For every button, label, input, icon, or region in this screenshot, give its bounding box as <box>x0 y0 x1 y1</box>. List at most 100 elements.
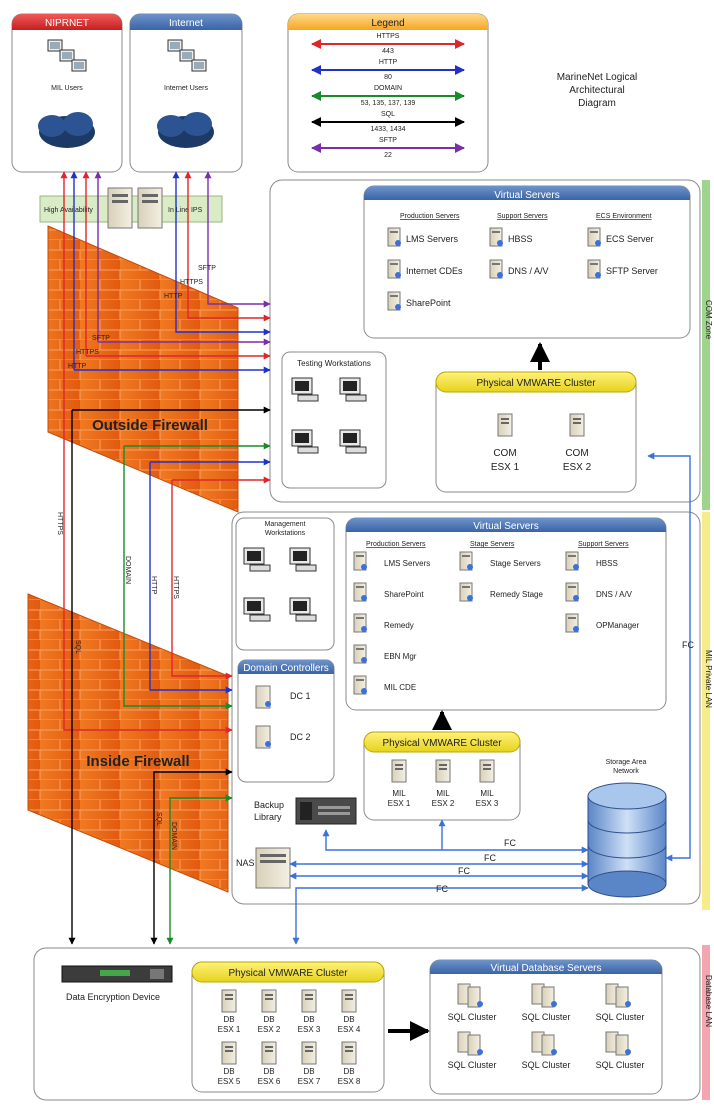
server-icon <box>353 675 367 695</box>
dc1-label: DC 1 <box>290 691 311 701</box>
sql-cluster-label: SQL Cluster <box>522 1060 571 1070</box>
mil-host-label: ESX 1 <box>388 799 411 808</box>
flow-label-domain-v2: DOMAIN <box>170 822 177 850</box>
mil-host-label: MIL <box>480 789 494 798</box>
mil-server-label: Remedy <box>384 621 414 630</box>
host-server-icon <box>341 989 357 1013</box>
host-server-icon <box>341 1041 357 1065</box>
db-host-label: ESX 8 <box>338 1077 361 1086</box>
perimeter-strip: High Availability In Line IPS <box>39 187 223 229</box>
mil-virtual-servers: Virtual Servers Production Servers Stage… <box>345 517 667 711</box>
db-zone-label: Database LAN <box>704 975 713 1027</box>
vdb-title: Virtual Database Servers <box>491 963 602 974</box>
tape-library-icon <box>295 797 357 825</box>
db-host-label: ESX 7 <box>298 1077 321 1086</box>
mil-server-label: LMS Servers <box>384 559 430 568</box>
nas-server-icon <box>255 847 291 889</box>
com-server-label: ECS Server <box>606 234 654 244</box>
sql-cluster-icon <box>605 983 631 1008</box>
com-host-label: COM <box>565 448 588 459</box>
internet-title: Internet <box>169 18 203 29</box>
dc2-label: DC 2 <box>290 732 311 742</box>
com-ecs-heading: ECS Environment <box>596 213 652 220</box>
flow-label-https-2: HTTPS <box>76 349 99 356</box>
testing-title: Testing Workstations <box>297 359 371 368</box>
com-virtual-servers: Virtual Servers Production Servers Suppo… <box>363 185 691 339</box>
mil-server-label: HBSS <box>596 559 618 568</box>
mgmt-title-2: Workstations <box>265 530 306 537</box>
internet-box: Internet Internet Users <box>129 13 243 173</box>
sql-cluster-icon <box>457 1031 483 1056</box>
com-vs-title: Virtual Servers <box>494 190 559 201</box>
server-icon <box>353 582 367 602</box>
server-icon <box>489 227 503 247</box>
com-server-label: LMS Servers <box>406 234 459 244</box>
mil-zone-sidebar <box>702 512 710 910</box>
legend-item-label: SFTP <box>379 137 397 144</box>
server-icon <box>255 685 271 709</box>
domain-controllers: Domain Controllers DC 1 DC 2 <box>237 659 335 783</box>
server-icon <box>353 644 367 664</box>
workstation-icon <box>291 377 319 402</box>
mil-support-heading: Support Servers <box>578 541 629 548</box>
flow-label-https-v: HTTPS <box>56 512 63 535</box>
db-host-label: ESX 2 <box>258 1025 281 1034</box>
internet-users-label: Internet Users <box>164 85 208 92</box>
sql-cluster-icon <box>605 1031 631 1056</box>
san-label-2: Network <box>613 768 639 775</box>
outside-firewall-label: Outside Firewall <box>92 417 208 434</box>
mil-server-label: EBN Mgr <box>384 652 417 661</box>
legend-item-ports: 53, 135, 137, 139 <box>361 100 416 107</box>
legend-item-label: SQL <box>381 111 395 118</box>
sql-cluster-icon <box>531 1031 557 1056</box>
db-host-label: ESX 5 <box>218 1077 241 1086</box>
host-server-icon <box>569 413 585 437</box>
com-prod-heading: Production Servers <box>400 213 460 220</box>
db-host-label: ESX 4 <box>338 1025 361 1034</box>
flow-label-sftp: SFTP <box>198 265 216 272</box>
host-server-icon <box>479 759 495 783</box>
com-server-label: DNS / A/V <box>508 266 549 276</box>
sql-cluster-label: SQL Cluster <box>596 1012 645 1022</box>
fc-label-2: FC <box>484 853 496 863</box>
sql-cluster-icon <box>457 983 483 1008</box>
db-host-label: DB <box>223 1015 234 1024</box>
mil-server-label: OPManager <box>596 621 639 630</box>
mil-server-label: DNS / A/V <box>596 590 633 599</box>
flow-label-sql-v2: SQL <box>155 812 162 826</box>
mil-stage-heading: Stage Servers <box>470 541 515 548</box>
fc-label-5: FC <box>682 640 694 650</box>
server-icon <box>459 582 473 602</box>
workstation-icon <box>339 429 367 454</box>
mil-prod-heading: Production Servers <box>366 541 426 548</box>
host-server-icon <box>261 989 277 1013</box>
sql-cluster-icon <box>531 983 557 1008</box>
flow-label-https-v2: HTTPS <box>172 576 179 599</box>
mil-host-label: ESX 2 <box>432 799 455 808</box>
mil-users-label: MIL Users <box>51 85 83 92</box>
encryption-label: Data Encryption Device <box>66 992 160 1002</box>
internet-cloud-icon <box>157 112 214 148</box>
server-icon <box>587 227 601 247</box>
com-server-label: SharePoint <box>406 298 451 308</box>
db-host-label: DB <box>223 1067 234 1076</box>
mil-cluster-title: Physical VMWARE Cluster <box>382 738 502 749</box>
server-icon <box>255 725 271 749</box>
flow-label-https: HTTPS <box>180 279 203 286</box>
inside-firewall: Inside Firewall <box>27 593 229 893</box>
com-server-label: Internet CDEs <box>406 266 463 276</box>
sql-cluster-label: SQL Cluster <box>596 1060 645 1070</box>
com-zone-label: COM Zone <box>704 300 713 340</box>
title-line-1: MarineNet Logical <box>557 72 638 83</box>
data-encryption-device: Data Encryption Device <box>61 965 173 1002</box>
host-server-icon <box>221 1041 237 1065</box>
server-icon <box>565 551 579 571</box>
db-zone-sidebar <box>702 945 710 1100</box>
dc-title: Domain Controllers <box>243 663 329 674</box>
